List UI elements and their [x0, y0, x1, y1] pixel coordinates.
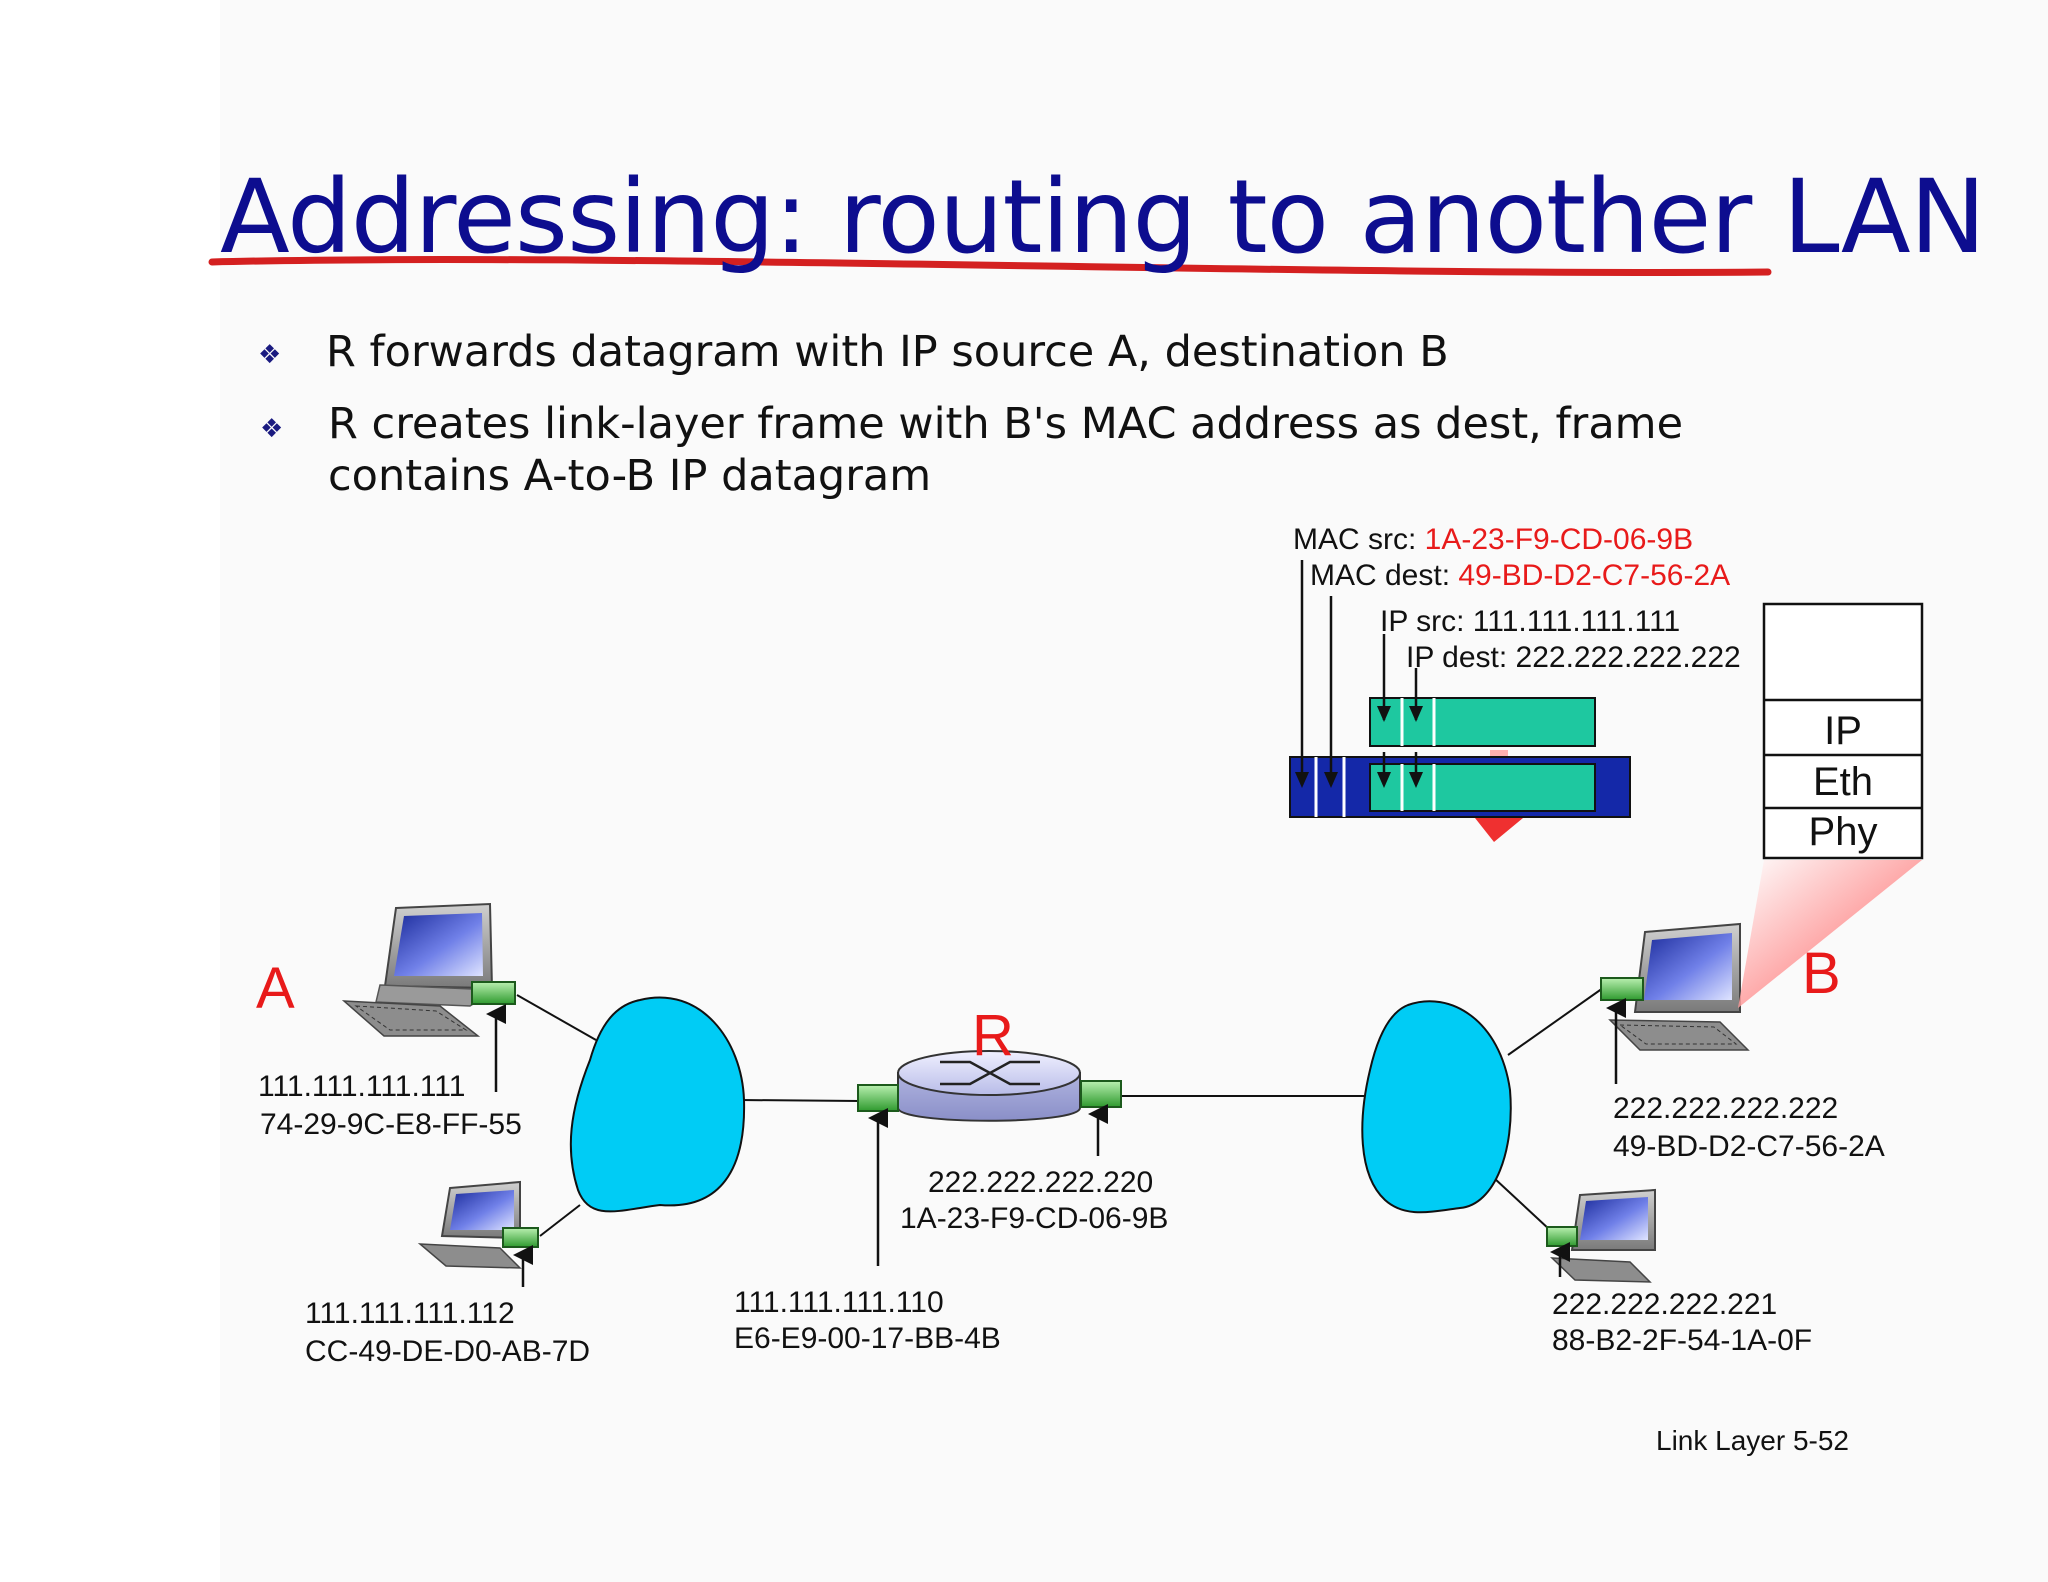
- address-arrows: [486, 998, 1626, 1287]
- node-label-b: B: [1802, 941, 1841, 1006]
- bullet-2-line-1: R creates link-layer frame with B's MAC …: [328, 399, 1684, 449]
- bullet-2-mark: ❖: [260, 414, 284, 444]
- page-title: Addressing: routing to another LAN: [220, 158, 1986, 277]
- lan-cloud-right: [1361, 1000, 1512, 1214]
- host2-mac: CC-49-DE-D0-AB-7D: [305, 1335, 591, 1368]
- adapter-host4: [1546, 1226, 1578, 1247]
- adapter-b: [1600, 977, 1644, 1001]
- link-layer-frame: [1289, 697, 1631, 842]
- slide-footer: Link Layer 5-52: [1656, 1425, 1850, 1456]
- a-ip: 111.111.111.111: [258, 1070, 466, 1103]
- bullet-2-line-2: contains A-to-B IP datagram: [328, 451, 932, 501]
- bullet-1-text: R forwards datagram with IP source A, de…: [326, 327, 1449, 377]
- computer-a: [341, 902, 498, 1037]
- mac-src-value: 1A-23-F9-CD-06-9B: [1424, 523, 1694, 556]
- mac-src-label: MAC src: 1A-23-F9-CD-06-9B: [1293, 523, 1694, 556]
- router-right-mac: 1A-23-F9-CD-06-9B: [900, 1202, 1169, 1235]
- mac-dest-value: 49-BD-D2-C7-56-2A: [1458, 559, 1731, 592]
- router-left-ip: 111.111.111.110: [734, 1286, 944, 1319]
- router-adapter-right: [1080, 1080, 1122, 1108]
- protocol-stack-beam: [1738, 860, 1922, 1008]
- stack-layer-eth: Eth: [1812, 760, 1874, 804]
- stack-layer-phy: Phy: [1808, 810, 1878, 854]
- bullet-1-mark: ❖: [258, 340, 282, 370]
- router-left-mac: E6-E9-00-17-BB-4B: [734, 1322, 1001, 1355]
- host2-ip: 111.111.111.112: [305, 1297, 515, 1330]
- node-label-a: A: [256, 956, 295, 1021]
- a-mac: 74-29-9C-E8-FF-55: [260, 1108, 522, 1141]
- protocol-stack-box: [1762, 602, 1924, 860]
- router-adapter-left: [857, 1084, 899, 1112]
- computer-host2: [417, 1180, 522, 1269]
- adapter-a: [471, 981, 516, 1005]
- b-mac: 49-BD-D2-C7-56-2A: [1613, 1130, 1885, 1163]
- node-label-r: R: [972, 1003, 1014, 1068]
- mac-dest-label: MAC dest: 49-BD-D2-C7-56-2A: [1310, 559, 1731, 592]
- lan-cloud-left: [569, 996, 746, 1213]
- host4-ip: 222.222.222.221: [1552, 1288, 1778, 1321]
- title-underline: [208, 256, 1772, 276]
- host4-mac: 88-B2-2F-54-1A-0F: [1552, 1324, 1813, 1357]
- stack-layer-ip: IP: [1824, 709, 1862, 753]
- frame-field-arrowheads: [1295, 706, 1423, 788]
- computer-b: [1608, 922, 1750, 1051]
- router-r: [897, 1050, 1081, 1122]
- router-right-ip: 222.222.222.220: [928, 1166, 1154, 1199]
- network-links: [516, 987, 1604, 1237]
- b-ip: 222.222.222.222: [1613, 1092, 1839, 1125]
- adapter-host2: [502, 1227, 539, 1248]
- computer-host4: [1550, 1188, 1656, 1283]
- ip-src-label: IP src: 111.111.111.111: [1380, 605, 1681, 638]
- slide-background: [220, 0, 2048, 1582]
- ip-dest-label: IP dest: 222.222.222.222: [1406, 641, 1741, 674]
